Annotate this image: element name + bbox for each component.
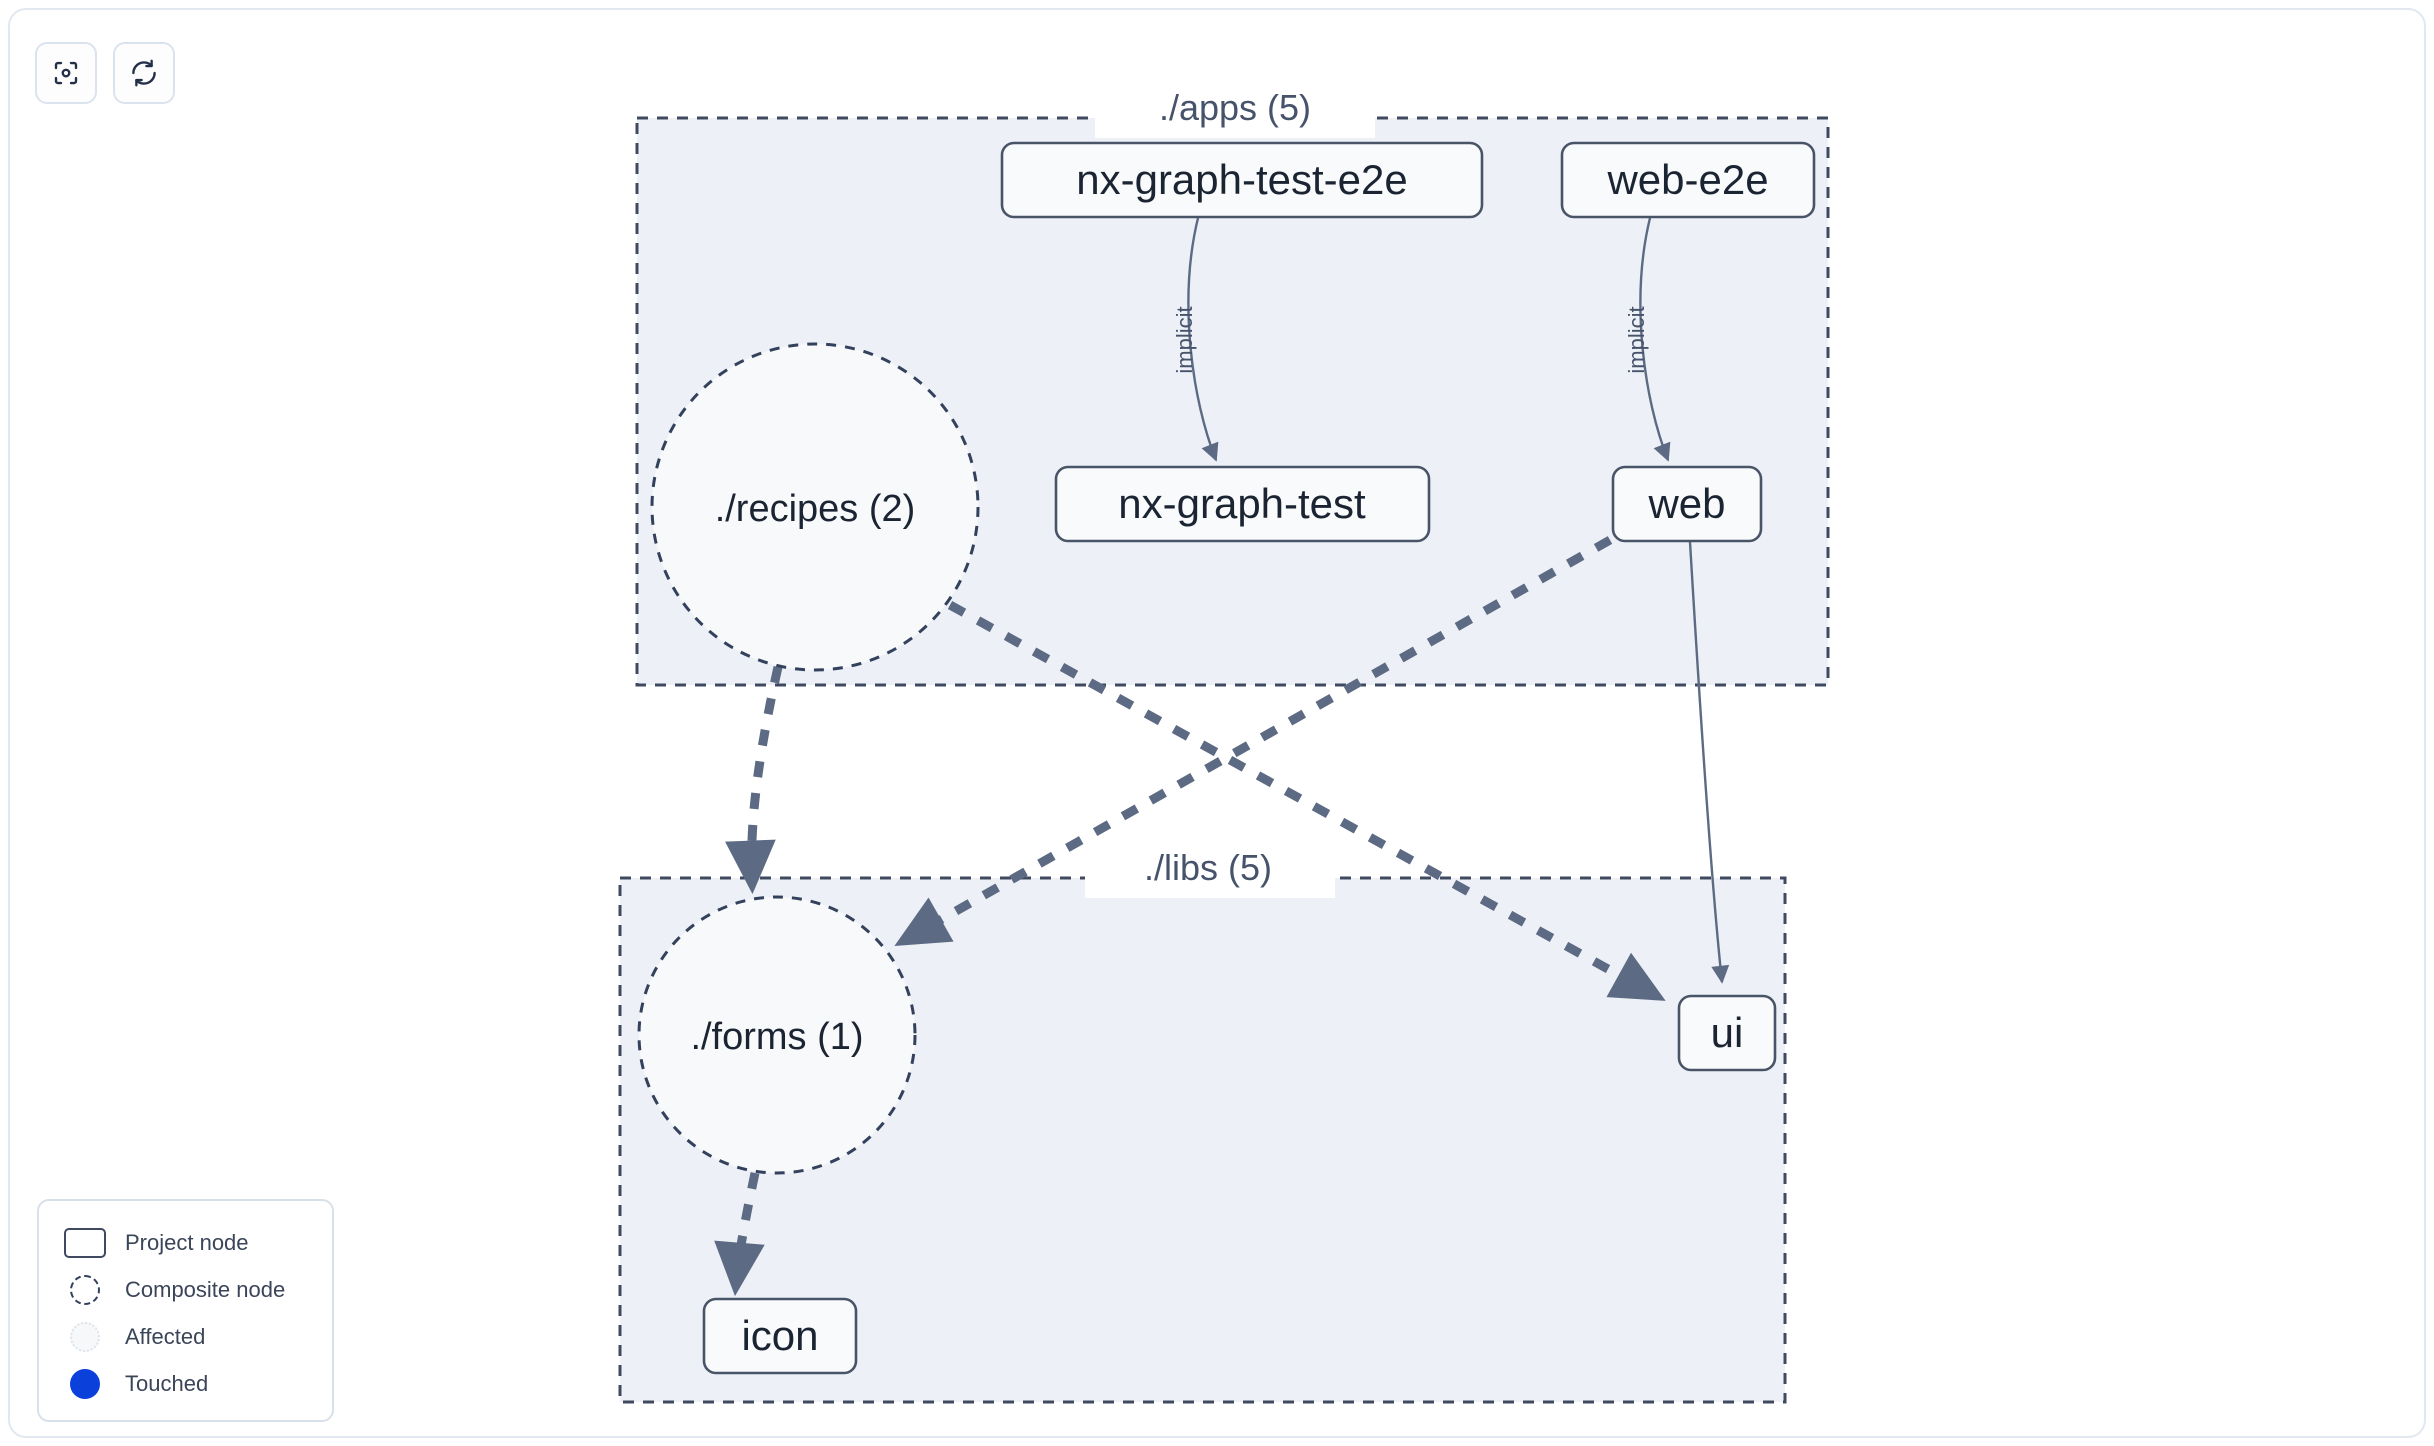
node-web-rect[interactable]	[1611, 465, 1763, 543]
node-forms[interactable]: ./forms (1)	[637, 895, 917, 1175]
touched-swatch-icon	[59, 1368, 111, 1399]
container-apps-label: ./apps (5)	[1159, 87, 1311, 128]
edge-label-implicit: implicit	[1624, 306, 1649, 373]
legend-label-touched: Touched	[125, 1370, 209, 1396]
edge-nx-graph-test-e2e-to-nx-graph-test[interactable]: implicit	[1172, 217, 1219, 462]
focus-graph-button[interactable]	[35, 42, 97, 104]
edge-forms-to-icon[interactable]	[714, 1172, 765, 1297]
node-recipes[interactable]: ./recipes (2)	[650, 342, 980, 672]
graph-legend: Project node Composite node Affected Tou…	[37, 1199, 334, 1422]
legend-item-affected: Affected	[59, 1313, 312, 1360]
affected-swatch-icon	[59, 1321, 111, 1352]
refresh-graph-button[interactable]	[113, 42, 175, 104]
node-web-e2e[interactable]: web-e2e	[1560, 141, 1816, 219]
edge-path	[725, 666, 783, 895]
node-nx-graph-test-rect[interactable]	[1054, 465, 1431, 543]
node-nx-graph-test-e2e-rect[interactable]	[1000, 141, 1484, 219]
node-nx-graph-test[interactable]: nx-graph-test	[1054, 465, 1431, 543]
node-nx-graph-test-e2e-label: nx-graph-test-e2e	[1076, 156, 1408, 203]
edge-path	[1187, 217, 1219, 462]
legend-label-affected: Affected	[125, 1323, 206, 1349]
legend-item-touched: Touched	[59, 1360, 312, 1407]
legend-label-project-node: Project node	[125, 1229, 249, 1255]
graph-panel: ./apps (5) ./libs (5) implicit implicit	[8, 8, 2426, 1438]
legend-item-project-node: Project node	[59, 1219, 312, 1266]
node-web-e2e-rect[interactable]	[1560, 141, 1816, 219]
edge-path	[714, 1172, 765, 1297]
edge-web-to-forms[interactable]	[894, 536, 1613, 947]
edge-recipes-to-ui[interactable]	[947, 601, 1666, 1001]
project-graph-svg[interactable]: ./apps (5) ./libs (5) implicit implicit	[10, 10, 2426, 1438]
edge-web-to-ui[interactable]	[1688, 541, 1730, 984]
legend-item-composite-node: Composite node	[59, 1266, 312, 1313]
node-recipes-label: ./recipes (2)	[715, 488, 916, 530]
edge-path	[947, 601, 1666, 1001]
container-libs-label: ./libs (5)	[1144, 847, 1272, 888]
node-ui-label: ui	[1711, 1009, 1744, 1056]
container-libs-label-bg	[1085, 852, 1335, 898]
node-ui-rect[interactable]	[1677, 994, 1777, 1072]
refresh-icon	[129, 58, 159, 88]
edge-recipes-to-forms[interactable]	[725, 666, 783, 895]
container-apps-label-bg	[1095, 92, 1375, 138]
node-web[interactable]: web	[1611, 465, 1763, 543]
edge-path	[1688, 541, 1730, 984]
node-icon-rect[interactable]	[702, 1297, 858, 1375]
edge-label-implicit: implicit	[1172, 306, 1197, 373]
edge-path	[894, 536, 1613, 947]
legend-label-composite-node: Composite node	[125, 1276, 286, 1302]
node-icon[interactable]: icon	[702, 1297, 858, 1375]
edge-path	[1639, 217, 1671, 462]
node-icon-label: icon	[741, 1312, 818, 1359]
node-ui[interactable]: ui	[1677, 994, 1777, 1072]
focus-target-icon	[51, 58, 81, 88]
node-web-e2e-label: web-e2e	[1606, 156, 1768, 203]
node-nx-graph-test-e2e[interactable]: nx-graph-test-e2e	[1000, 141, 1484, 219]
node-forms-circle[interactable]	[637, 895, 917, 1175]
node-forms-label: ./forms (1)	[690, 1016, 863, 1058]
node-web-label: web	[1647, 480, 1725, 527]
node-recipes-circle[interactable]	[650, 342, 980, 672]
composite-node-swatch-icon	[59, 1274, 111, 1305]
edge-web-e2e-to-web[interactable]: implicit	[1624, 217, 1671, 462]
node-nx-graph-test-label: nx-graph-test	[1118, 480, 1366, 527]
graph-toolbar	[35, 42, 175, 104]
project-node-swatch-icon	[59, 1227, 111, 1258]
